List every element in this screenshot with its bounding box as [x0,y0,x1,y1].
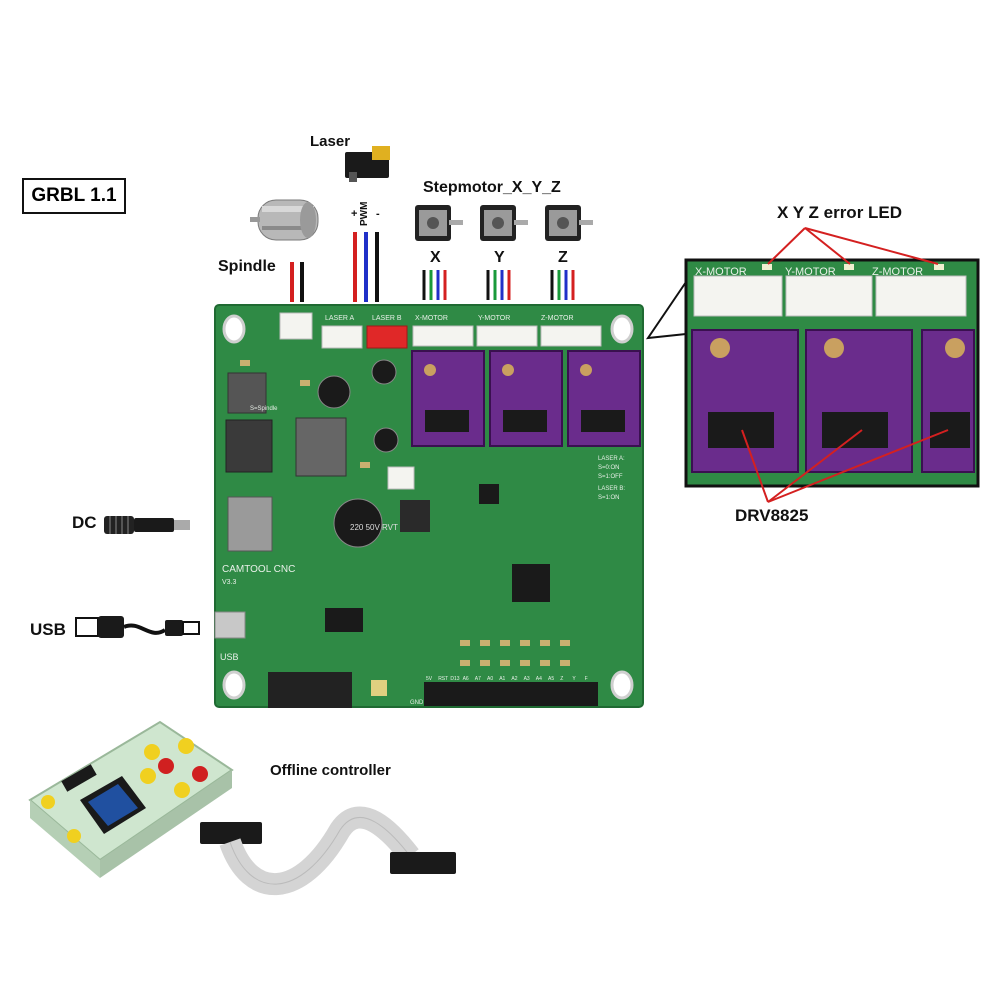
silk-x-motor: X-MOTOR [415,315,448,322]
stepper-y-wires [486,270,511,300]
silk-laser-a-note: LASER A: [598,456,625,462]
axis-x-label: X [430,249,441,266]
dc-label: DC [72,513,97,532]
stepper-motor-z-image [545,205,593,241]
spindle-motor-image [250,199,319,241]
zoom-z-motor: Z-MOTOR [872,266,923,278]
silk-pin-label: A1 [499,676,505,682]
silk-s0-on: S=0:ON [598,465,620,471]
silk-cap-220: 220 50V RVT [350,523,398,532]
silk-board-name: CAMTOOL CNC [222,564,295,575]
silk-pin-label: RST [438,676,448,682]
error-led-label: X Y Z error LED [777,203,903,222]
silk-usb: USB [220,652,239,662]
driver-zoom-panel [684,258,980,488]
silk-z-motor: Z-MOTOR [541,315,574,322]
silk-pin-label: A2 [511,676,517,682]
grbl-version-badge: GRBL 1.1 [22,178,126,214]
silk-pin-label: A5 [548,676,554,682]
drv8825-label: DRV8825 [735,506,809,525]
stepper-motor-y-image [480,205,528,241]
drv8825-arrows [741,429,949,503]
dc-jack-image [104,516,190,534]
usb-label: USB [30,620,66,639]
zoom-pointer [645,281,687,340]
pwm-plus-label: + [351,208,358,220]
silk-pin-label: Y [572,676,576,682]
stepper-z-wires [550,270,575,300]
stepper-motor-x-image [415,205,463,241]
stepper-x-wires [422,270,447,300]
cnc-controller-board [214,304,644,708]
silk-pin-label: 5V [426,676,433,682]
zoom-y-motor: Y-MOTOR [785,266,836,278]
silk-pin-label: A0 [487,676,493,682]
silk-pin-label: A6 [463,676,469,682]
axis-y-label: Y [494,249,505,266]
silk-pin-label: A3 [524,676,530,682]
silk-s1-on: S=1:ON [598,495,620,501]
usb-cable-image [75,616,200,638]
silk-pin-label: A7 [475,676,481,682]
ribbon-cable-image [200,806,456,895]
offline-controller-label: Offline controller [270,762,391,779]
spindle-label: Spindle [218,258,276,275]
error-led-arrows [767,227,939,265]
silk-laser-a: LASER A [325,315,355,322]
silk-y-motor: Y-MOTOR [478,315,510,322]
zoom-x-motor: X-MOTOR [695,266,747,278]
silk-gnd: GND [410,700,424,706]
silk-pin-label: D13 [450,676,459,682]
laser-module-image [345,146,390,182]
silk-pin-label: Z [560,676,563,682]
pwm-minus-label: - [376,208,380,220]
silk-pin-label: A4 [536,676,542,682]
silk-laser-b: LASER B [372,315,402,322]
silk-laser-b-note: LASER B: [598,486,625,492]
offline-controller-image [28,720,234,878]
silk-pin-label: F [585,676,588,682]
axis-z-label: Z [558,249,568,266]
silk-s1-off: S=1:OFF [598,474,623,480]
silk-board-version: V3.3 [222,579,237,586]
silk-spindle-note: S=Spindle [250,406,278,412]
stepmotor-label: Stepmotor_X_Y_Z [423,179,561,196]
laser-label: Laser [310,133,351,150]
